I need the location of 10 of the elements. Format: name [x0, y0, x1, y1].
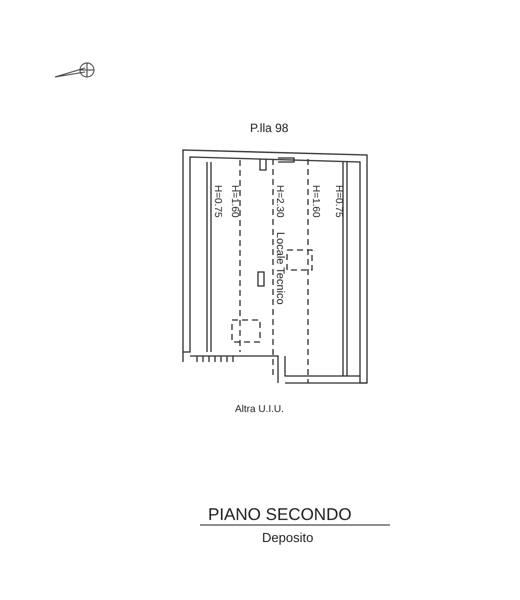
- height-label: H=0.75: [333, 185, 344, 218]
- room-label: Locale Tecnico: [274, 232, 286, 305]
- height-label: H=2.30: [274, 185, 285, 218]
- unit-label: Altra U.I.U.: [235, 404, 284, 415]
- height-label: H=1.60: [310, 185, 321, 218]
- height-label: H=1.60: [229, 185, 240, 218]
- plan-caption: Deposito: [262, 530, 314, 545]
- height-label: H=0.75: [212, 185, 223, 218]
- plot-label: P.lla 98: [250, 121, 288, 135]
- plan-title: PIANO SECONDO: [208, 505, 352, 525]
